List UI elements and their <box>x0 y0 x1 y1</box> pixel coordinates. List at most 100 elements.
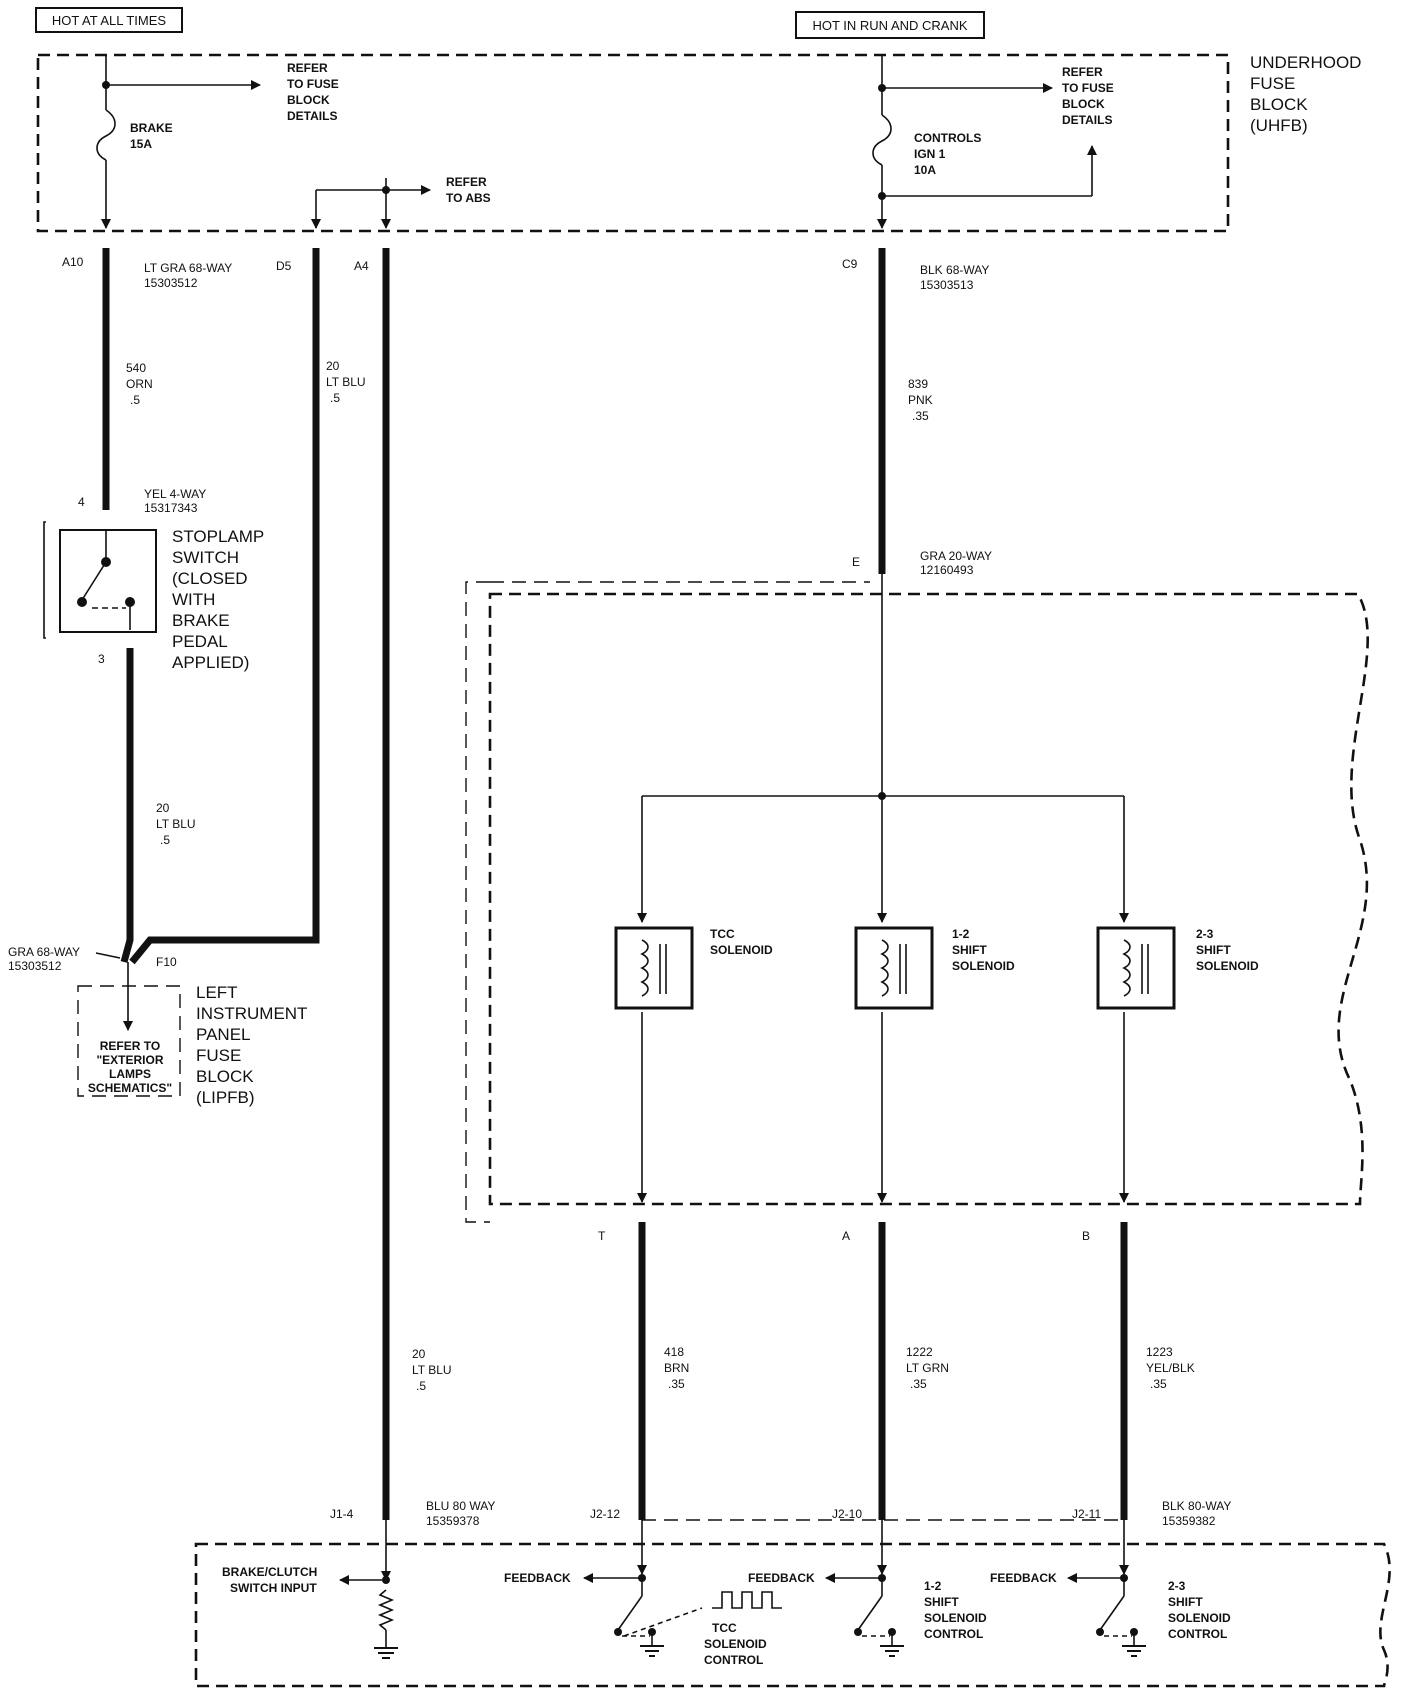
wire-20-d5 <box>129 248 320 965</box>
pin-a10: A10 <box>62 255 84 269</box>
tcc-solenoid: TCC SOLENOID <box>614 926 773 1010</box>
pin-j1-4: J1-4 <box>330 1507 354 1521</box>
svg-text:SOLENOID: SOLENOID <box>704 1637 767 1651</box>
svg-text:ORN: ORN <box>126 377 153 391</box>
hot-in-run-box: HOT IN RUN AND CRANK <box>795 11 985 39</box>
stoplamp-switch: YEL 4-WAY 15317343 4 3 STOPLAMP SWITCH (… <box>43 487 264 672</box>
svg-text:TO FUSE: TO FUSE <box>287 77 339 91</box>
svg-text:WITH: WITH <box>172 590 215 609</box>
svg-text:2-3: 2-3 <box>1196 927 1214 941</box>
svg-text:LT BLU: LT BLU <box>156 817 196 831</box>
svg-text:540: 540 <box>126 361 146 375</box>
pin-j2-11: J2-11 <box>1072 1507 1101 1521</box>
svg-text:REFER TO: REFER TO <box>100 1039 160 1053</box>
svg-text:15303512: 15303512 <box>144 276 198 290</box>
pin-d5: D5 <box>276 259 292 273</box>
svg-text:F10: F10 <box>156 955 177 969</box>
refer-fuse-right: REFER TO FUSE BLOCK DETAILS <box>1062 65 1114 127</box>
hot-at-all-times-box: HOT AT ALL TIMES <box>35 7 183 33</box>
svg-text:1222: 1222 <box>906 1345 933 1359</box>
svg-text:SHIFT: SHIFT <box>952 943 987 957</box>
svg-text:20: 20 <box>326 359 340 373</box>
shift-12-driver: FEEDBACK 1-2 SHIFT SOLENOID CONTROL <box>748 1520 987 1657</box>
svg-text:SWITCH: SWITCH <box>172 548 239 567</box>
svg-text:BLOCK: BLOCK <box>287 93 330 107</box>
lipfb: GRA 68-WAY 15303512 F10 REFER TO "EXTERI… <box>8 945 307 1107</box>
svg-text:BLK 80-WAY: BLK 80-WAY <box>1162 1499 1231 1513</box>
svg-text:CONTROL: CONTROL <box>1168 1627 1227 1641</box>
svg-text:15317343: 15317343 <box>144 501 198 515</box>
shift-23-solenoid: 2-3 SHIFT SOLENOID <box>1096 926 1259 1010</box>
svg-text:BLU 80 WAY: BLU 80 WAY <box>426 1499 495 1513</box>
svg-text:1223: 1223 <box>1146 1345 1173 1359</box>
svg-text:DETAILS: DETAILS <box>287 109 337 123</box>
svg-text:.35: .35 <box>1150 1377 1167 1391</box>
svg-text:PEDAL: PEDAL <box>172 632 228 651</box>
svg-text:FEEDBACK: FEEDBACK <box>990 1571 1057 1585</box>
svg-text:CONTROLS: CONTROLS <box>914 131 981 145</box>
svg-text:(LIPFB): (LIPFB) <box>196 1088 255 1107</box>
svg-text:TO ABS: TO ABS <box>446 191 491 205</box>
svg-text:IGN 1: IGN 1 <box>914 147 946 161</box>
pin-j2-12: J2-12 <box>590 1507 620 1521</box>
svg-text:BLOCK: BLOCK <box>1062 97 1105 111</box>
svg-text:REFER: REFER <box>287 61 328 75</box>
svg-text:A: A <box>842 1229 850 1243</box>
svg-text:.5: .5 <box>416 1379 426 1393</box>
svg-text:BRAKE/CLUTCH: BRAKE/CLUTCH <box>222 1565 317 1579</box>
svg-text:BRN: BRN <box>664 1361 689 1375</box>
svg-text:839: 839 <box>908 377 928 391</box>
svg-text:.35: .35 <box>912 409 929 423</box>
transmission-outline <box>488 592 1369 1206</box>
svg-text:FEEDBACK: FEEDBACK <box>748 1571 815 1585</box>
brake-fuse: BRAKE 15A <box>96 55 261 229</box>
svg-text:418: 418 <box>664 1345 684 1359</box>
svg-text:SHIFT: SHIFT <box>924 1595 959 1609</box>
svg-text:STOPLAMP: STOPLAMP <box>172 527 264 546</box>
svg-text:.35: .35 <box>668 1377 685 1391</box>
svg-text:15303513: 15303513 <box>920 278 974 292</box>
svg-text:BLOCK: BLOCK <box>1250 95 1308 114</box>
pcm-outline <box>194 1542 1391 1688</box>
svg-text:APPLIED): APPLIED) <box>172 653 249 672</box>
svg-text:15A: 15A <box>130 137 152 151</box>
svg-text:SOLENOID: SOLENOID <box>710 943 773 957</box>
svg-text:REFER: REFER <box>1062 65 1103 79</box>
svg-text:"EXTERIOR: "EXTERIOR <box>96 1053 163 1067</box>
svg-text:FEEDBACK: FEEDBACK <box>504 1571 571 1585</box>
svg-text:(CLOSED: (CLOSED <box>172 569 248 588</box>
svg-text:T: T <box>598 1229 606 1243</box>
svg-text:20: 20 <box>156 801 170 815</box>
svg-text:1-2: 1-2 <box>924 1579 942 1593</box>
trans-bracket <box>465 581 490 1223</box>
svg-text:LT GRN: LT GRN <box>906 1361 949 1375</box>
svg-text:SOLENOID: SOLENOID <box>924 1611 987 1625</box>
c2-label: BLK 68-WAY <box>920 263 989 277</box>
svg-text:4: 4 <box>78 495 85 509</box>
svg-text:SOLENOID: SOLENOID <box>1168 1611 1231 1625</box>
shift-23-driver: FEEDBACK 2-3 SHIFT SOLENOID CONTROL <box>990 1520 1231 1657</box>
svg-text:YEL 4-WAY: YEL 4-WAY <box>144 487 206 501</box>
wire-20-switch <box>120 648 134 963</box>
svg-text:REFER: REFER <box>446 175 487 189</box>
pin-j2-10: J2-10 <box>832 1507 862 1521</box>
svg-text:B: B <box>1082 1229 1090 1243</box>
svg-text:E: E <box>852 555 860 569</box>
svg-text:.5: .5 <box>130 393 140 407</box>
svg-text:15359382: 15359382 <box>1162 1514 1216 1528</box>
svg-text:INSTRUMENT: INSTRUMENT <box>196 1004 307 1023</box>
svg-text:.5: .5 <box>160 833 170 847</box>
svg-text:BLOCK: BLOCK <box>196 1067 254 1086</box>
svg-text:2-3: 2-3 <box>1168 1579 1186 1593</box>
uhfb-outline <box>36 53 1230 233</box>
svg-text:SHIFT: SHIFT <box>1168 1595 1203 1609</box>
svg-text:LAMPS: LAMPS <box>109 1067 151 1081</box>
shift-12-solenoid: 1-2 SHIFT SOLENOID <box>854 926 1015 1010</box>
svg-text:SHIFT: SHIFT <box>1196 943 1231 957</box>
svg-text:SCHEMATICS": SCHEMATICS" <box>88 1081 172 1095</box>
svg-text:FUSE: FUSE <box>196 1046 241 1065</box>
svg-text:LT BLU: LT BLU <box>326 375 366 389</box>
svg-text:1-2: 1-2 <box>952 927 970 941</box>
c1-label: LT GRA 68-WAY <box>144 261 232 275</box>
